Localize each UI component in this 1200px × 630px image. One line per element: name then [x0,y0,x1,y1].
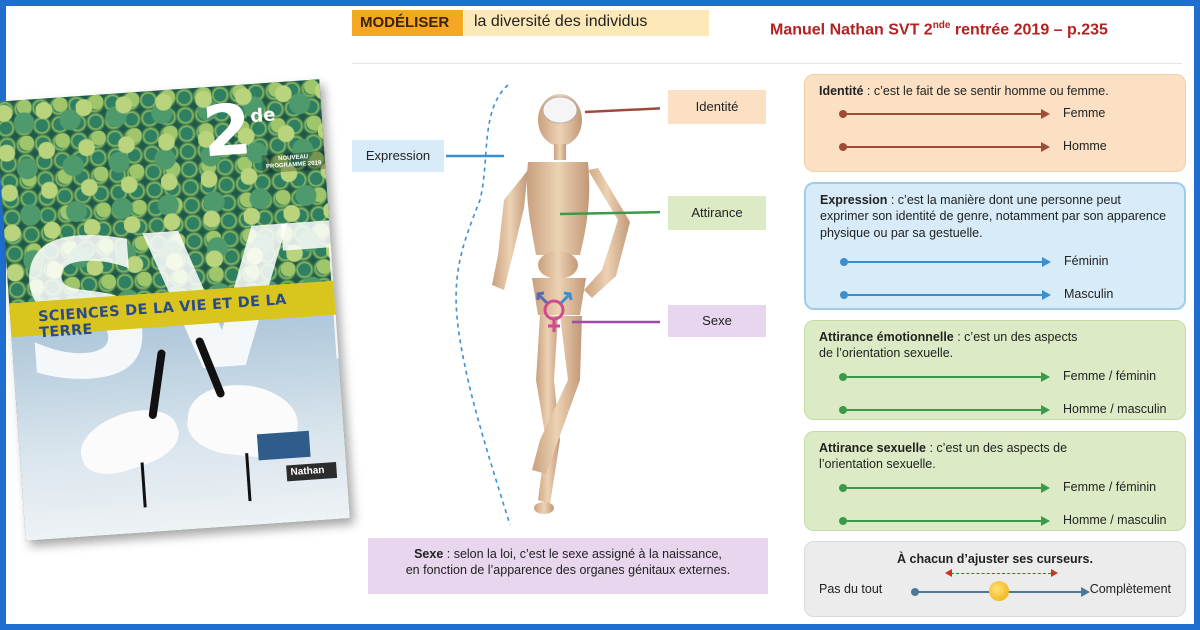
sexe-definition-term: Sexe [414,547,444,561]
mannequin-right-leg [532,316,582,474]
slider-label: Homme / masculin [1063,401,1167,416]
cover-grade-suffix: de [249,104,277,128]
gender-symbol-cross [548,319,560,332]
slider-line [844,260,1044,263]
panel-text: : c’est la manière dont une personne peu… [820,193,1167,240]
slider-line [843,375,1043,378]
slider-homme-masculin: Homme / masculin [819,506,1171,539]
slider-line [843,519,1043,522]
slider-arrow-icon [1041,142,1050,153]
label-attirance: Attirance [668,196,766,230]
panel-term: Identité [819,84,864,98]
slider-femme-feminin: Femme / féminin [819,362,1171,395]
panel-attirance-sexuelle: Attirance sexuelle : c’est un des aspect… [804,431,1186,531]
wooden-mannequin [446,84,660,526]
panel-text: : c’est un des aspects de l’orientation … [819,441,1068,472]
label-sexe: Sexe [668,305,766,337]
cover-lelivre-box [256,430,311,461]
left-arrow-icon [945,569,952,577]
slider-arrow-icon [1042,256,1051,267]
dashed-range [951,573,1051,574]
slider-knob [989,581,1009,601]
slider-line [844,293,1044,296]
slider-femme-feminin: Femme / féminin [819,473,1171,506]
slider-arrow-icon [1081,587,1090,597]
ajuster-left-label: Pas du tout [819,582,883,596]
slider-arrow-icon [1041,371,1050,382]
slider-line [843,146,1043,149]
mannequin-foot [534,502,554,514]
ajuster-title: À chacun d’ajuster ses curseurs. [897,552,1093,566]
mannequin-left-leg [536,315,560,504]
label-expression: Expression [352,140,444,172]
slider-label: Masculin [1064,286,1114,301]
source-suffix: rentrée 2019 – p.235 [950,21,1108,39]
sexe-definition-line1: : selon la loi, c’est le sexe assigné à … [443,547,722,561]
slider-label: Homme / masculin [1063,512,1167,527]
gender-symbol-arrow [559,291,573,305]
mannequin-torso [526,162,590,255]
panel-identite: Identité : c’est le fait de se sentir ho… [804,74,1186,172]
slider-femme: Femme [819,99,1171,132]
source-sup: nde [932,20,951,31]
mannequin-left-arm [492,170,528,290]
slider-arrow-icon [1042,289,1051,300]
slider-arrow-icon [1041,515,1050,526]
modeliser-tag: MODÉLISER [352,10,464,36]
attirance-pointer [559,210,660,216]
slider-masculin: Masculin [820,280,1170,313]
mannequin-waist [538,251,578,279]
section-title: la diversité des individus [464,10,709,36]
slider-arrow-icon [1041,482,1050,493]
slider-label: Femme [1063,106,1106,121]
expression-outline [455,84,511,526]
divider [352,63,1182,64]
slider-label: Femme / féminin [1063,479,1157,494]
gender-symbol-arrow-left [536,291,549,305]
right-arrow-icon [1051,569,1058,577]
panel-text: : c’est un des aspects de l’orientation … [819,330,1078,361]
brain-icon [542,96,578,124]
slider-label: Féminin [1064,253,1109,268]
slider-label: Homme [1063,139,1107,154]
label-identite: Identité [668,90,766,124]
book-cover: SVT SCIENCES DE LA VIE ET DE LA TERRE 2d… [0,79,350,541]
panel-term: Attirance émotionnelle [819,330,954,344]
slider-line [843,113,1043,116]
panel-expression: Expression : c’est la manière dont une p… [804,182,1186,310]
slider-line [843,486,1043,489]
mannequin-neck [554,144,566,160]
ajuster-right-label: Complètement [1089,582,1171,596]
panel-text: : c’est le fait de se sentir homme ou fe… [863,84,1109,98]
identite-pointer [584,107,660,114]
slider-homme: Homme [819,132,1171,165]
slider-line [843,408,1043,411]
sexe-definition-line2: en fonction de l’apparence des organes g… [405,563,731,578]
panel-attirance-emotionnelle: Attirance émotionnelle : c’est un des as… [804,320,1186,420]
slider-arrow-icon [1041,404,1050,415]
ajuster-slider: Pas du tout Complètement [819,566,1171,606]
panel-description: Expression : c’est la manière dont une p… [820,192,1170,241]
slider-homme-masculin: Homme / masculin [819,395,1171,428]
panel-term: Attirance sexuelle [819,441,926,455]
sexe-definition: Sexe : selon la loi, c’est le sexe assig… [368,538,768,594]
panel-description: Attirance sexuelle : c’est un des aspect… [819,440,1079,473]
panel-description: Attirance émotionnelle : c’est un des as… [819,329,1079,362]
slider-feminin: Féminin [820,247,1170,280]
panel-term: Expression [820,193,888,207]
mannequin-right-arm [584,168,630,298]
panel-ajuster: À chacun d’ajuster ses curseurs. Pas du … [804,541,1186,617]
cover-grade-number: 2 [199,88,255,174]
source-prefix: Manuel Nathan SVT 2 [770,21,933,39]
slider-arrow-icon [1041,109,1050,120]
panel-description: Identité : c’est le fait de se sentir ho… [819,83,1171,99]
slider-label: Femme / féminin [1063,368,1157,383]
source-reference: Manuel Nathan SVT 2nde rentrée 2019 – p.… [770,20,1108,39]
